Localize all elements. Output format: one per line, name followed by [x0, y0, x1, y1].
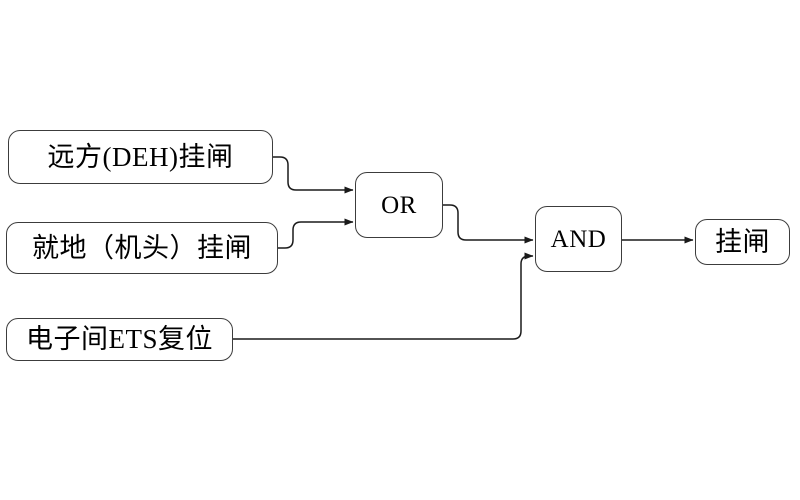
edge-local-to-or [278, 218, 354, 249]
gate-label-or: OR [381, 191, 417, 219]
node-output-trip[interactable]: 挂闸 [695, 219, 790, 265]
node-local-machine-head-trip[interactable]: 就地（机头）挂闸 [6, 222, 278, 274]
edge-deh-to-or [273, 156, 354, 194]
gate-label-and: AND [550, 225, 607, 253]
node-label-ets-reset: 电子间ETS复位 [25, 324, 213, 354]
edge-ets-to-and [233, 252, 534, 340]
node-remote-deh-trip[interactable]: 远方(DEH)挂闸 [8, 130, 273, 184]
node-ets-reset[interactable]: 电子间ETS复位 [6, 318, 233, 361]
node-label-remote-deh-trip: 远方(DEH)挂闸 [47, 141, 234, 172]
node-label-output-trip: 挂闸 [715, 226, 770, 257]
gate-and[interactable]: AND [535, 206, 622, 272]
gate-or[interactable]: OR [355, 172, 443, 238]
edge-or-to-and [443, 204, 534, 244]
node-label-local-machine-head-trip: 就地（机头）挂闸 [32, 232, 252, 263]
